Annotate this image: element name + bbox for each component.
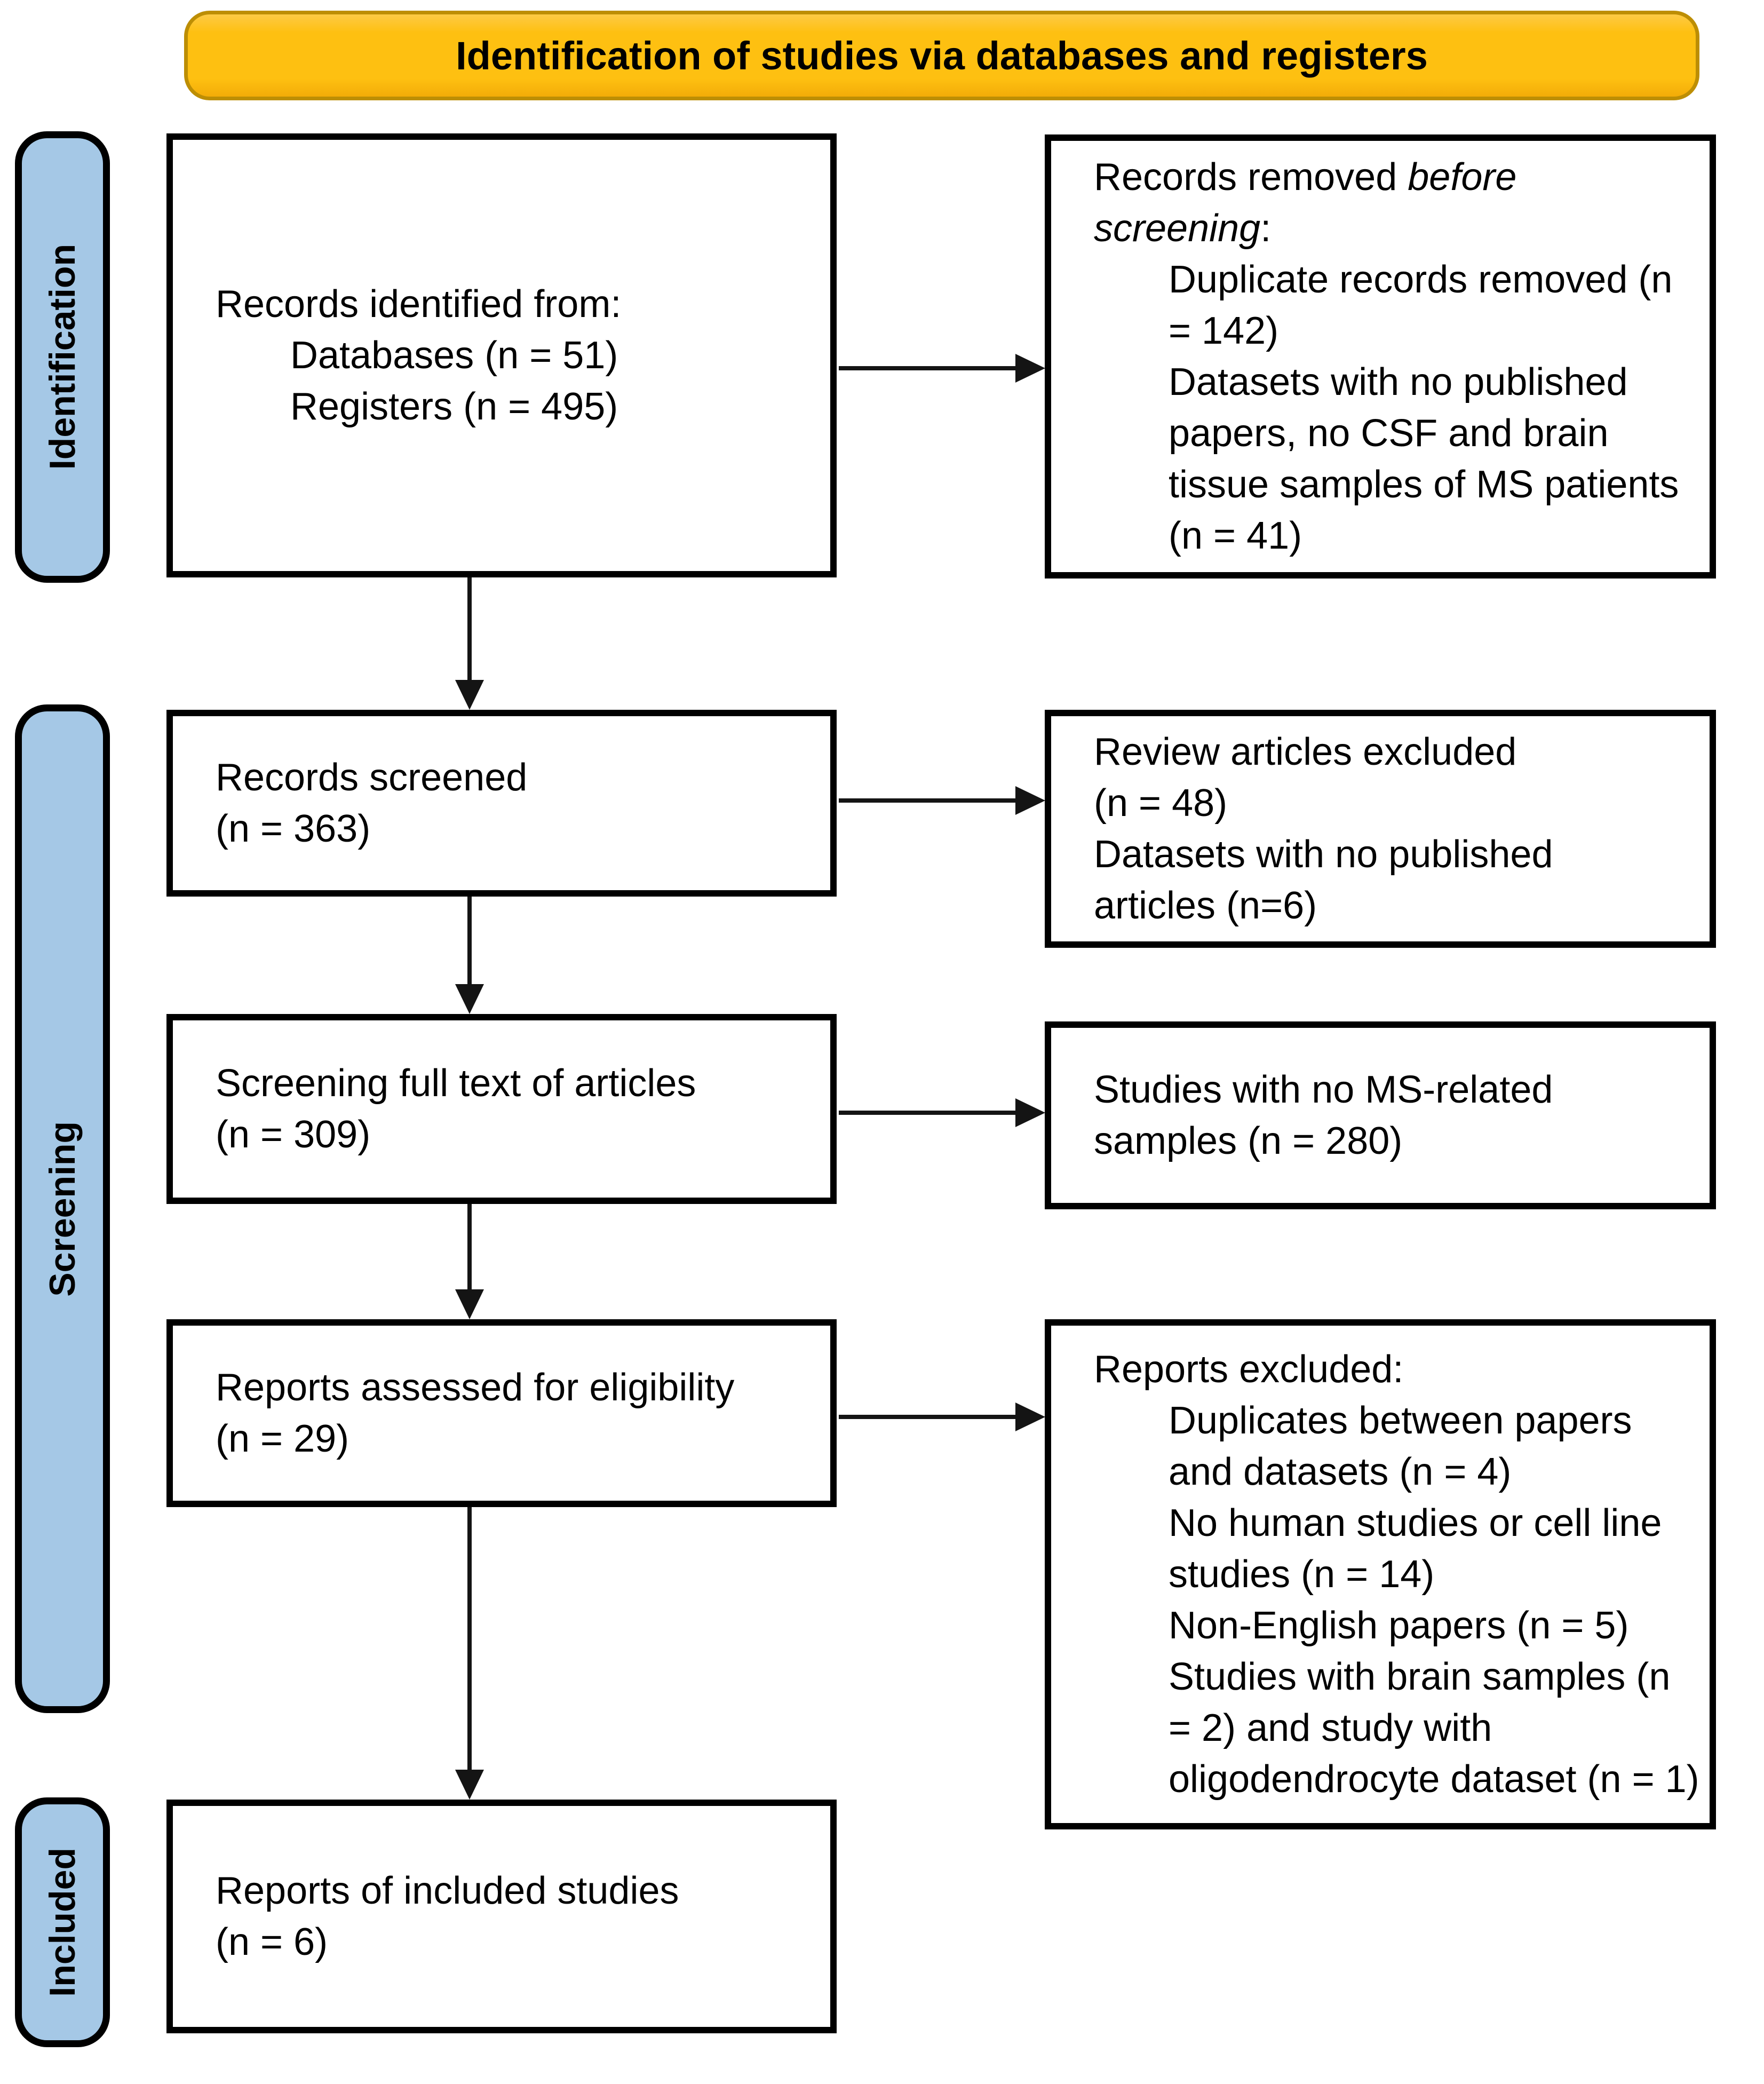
arrow-fulltext-to-no-ms-samples-icon <box>839 1098 1045 1127</box>
arrow-fulltext-to-assessed-icon <box>455 1204 484 1319</box>
arrow-assessed-to-reports-excluded-icon <box>839 1402 1045 1431</box>
box-line: tissue samples of MS patients <box>1169 463 1679 506</box>
arrow-screened-to-review-excluded-icon <box>839 786 1045 815</box>
box-line: Reports excluded: <box>1094 1348 1404 1391</box>
box-records-removed-before-screening: Records removed before screening: Duplic… <box>1045 134 1716 579</box>
stage-label-included-text: Included <box>42 1848 83 1997</box>
box-no-ms-related-samples: Studies with no MS-related samples (n = … <box>1045 1021 1716 1209</box>
stage-label-screening-text: Screening <box>42 1121 83 1297</box>
box-line: Studies with no MS-related <box>1094 1068 1553 1111</box>
box-line: (n = 48) <box>1094 782 1228 825</box>
box-review-articles-excluded: Review articles excluded (n = 48) Datase… <box>1045 710 1716 948</box>
box-line: Duplicate records removed (n <box>1169 258 1673 301</box>
box-line: Screening full text of articles <box>216 1062 696 1105</box>
stage-label-screening: Screening <box>15 704 110 1713</box>
box-line: Non-English papers (n = 5) <box>1169 1604 1629 1647</box>
box-line: (n = 41) <box>1169 514 1302 557</box>
box-line: articles (n=6) <box>1094 884 1317 927</box>
box-line: Studies with brain samples (n <box>1169 1655 1671 1698</box>
box-line: studies (n = 14) <box>1169 1553 1435 1596</box>
box-line: Reports of included studies <box>216 1869 679 1912</box>
arrow-identified-to-removed-icon <box>839 354 1045 383</box>
arrow-assessed-to-included-icon <box>455 1507 484 1800</box>
box-line: (n = 29) <box>216 1417 349 1460</box>
stage-label-identification: Identification <box>15 131 110 583</box>
banner-title: Identification of studies via databases … <box>456 33 1428 78</box>
stage-label-included: Included <box>15 1797 110 2047</box>
box-line: (n = 6) <box>216 1921 328 1963</box>
stage-label-identification-text: Identification <box>42 244 83 470</box>
box-reports-excluded: Reports excluded: Duplicates between pap… <box>1045 1319 1716 1829</box>
box-line: = 142) <box>1169 310 1279 352</box>
arrow-identified-to-screened-icon <box>455 577 484 710</box>
box-line: Review articles excluded <box>1094 731 1517 773</box>
box-line: (n = 309) <box>216 1113 371 1156</box>
box-line: papers, no CSF and brain <box>1169 412 1609 455</box>
box-line: Datasets with no published <box>1169 361 1628 403</box>
box-line: samples (n = 280) <box>1094 1120 1403 1162</box>
box-line: No human studies or cell line <box>1169 1502 1662 1544</box>
box-records-identified: Records identified from: Databases (n = … <box>166 133 837 577</box>
box-line: = 2) and study with <box>1169 1707 1492 1749</box>
box-reports-assessed: Reports assessed for eligibility (n = 29… <box>166 1319 837 1507</box>
box-line: screening: <box>1094 207 1272 250</box>
box-line: Databases (n = 51) <box>290 334 618 377</box>
arrow-screened-to-fulltext-icon <box>455 897 484 1014</box>
box-line: Reports assessed for eligibility <box>216 1366 735 1409</box>
box-line: (n = 363) <box>216 807 371 850</box>
box-line: Registers (n = 495) <box>290 385 618 428</box>
box-line: Duplicates between papers <box>1169 1399 1632 1442</box>
box-screening-full-text: Screening full text of articles (n = 309… <box>166 1014 837 1204</box>
banner-identification-of-studies: Identification of studies via databases … <box>184 11 1699 100</box>
box-line: Records identified from: <box>216 283 622 326</box>
box-line: Records screened <box>216 756 528 799</box>
box-reports-included: Reports of included studies (n = 6) <box>166 1800 837 2033</box>
box-records-screened: Records screened (n = 363) <box>166 710 837 897</box>
box-line: and datasets (n = 4) <box>1169 1451 1512 1493</box>
box-line: Records removed before <box>1094 156 1517 199</box>
box-line: Datasets with no published <box>1094 833 1553 876</box>
box-line: oligodendrocyte dataset (n = 1) <box>1169 1758 1699 1801</box>
